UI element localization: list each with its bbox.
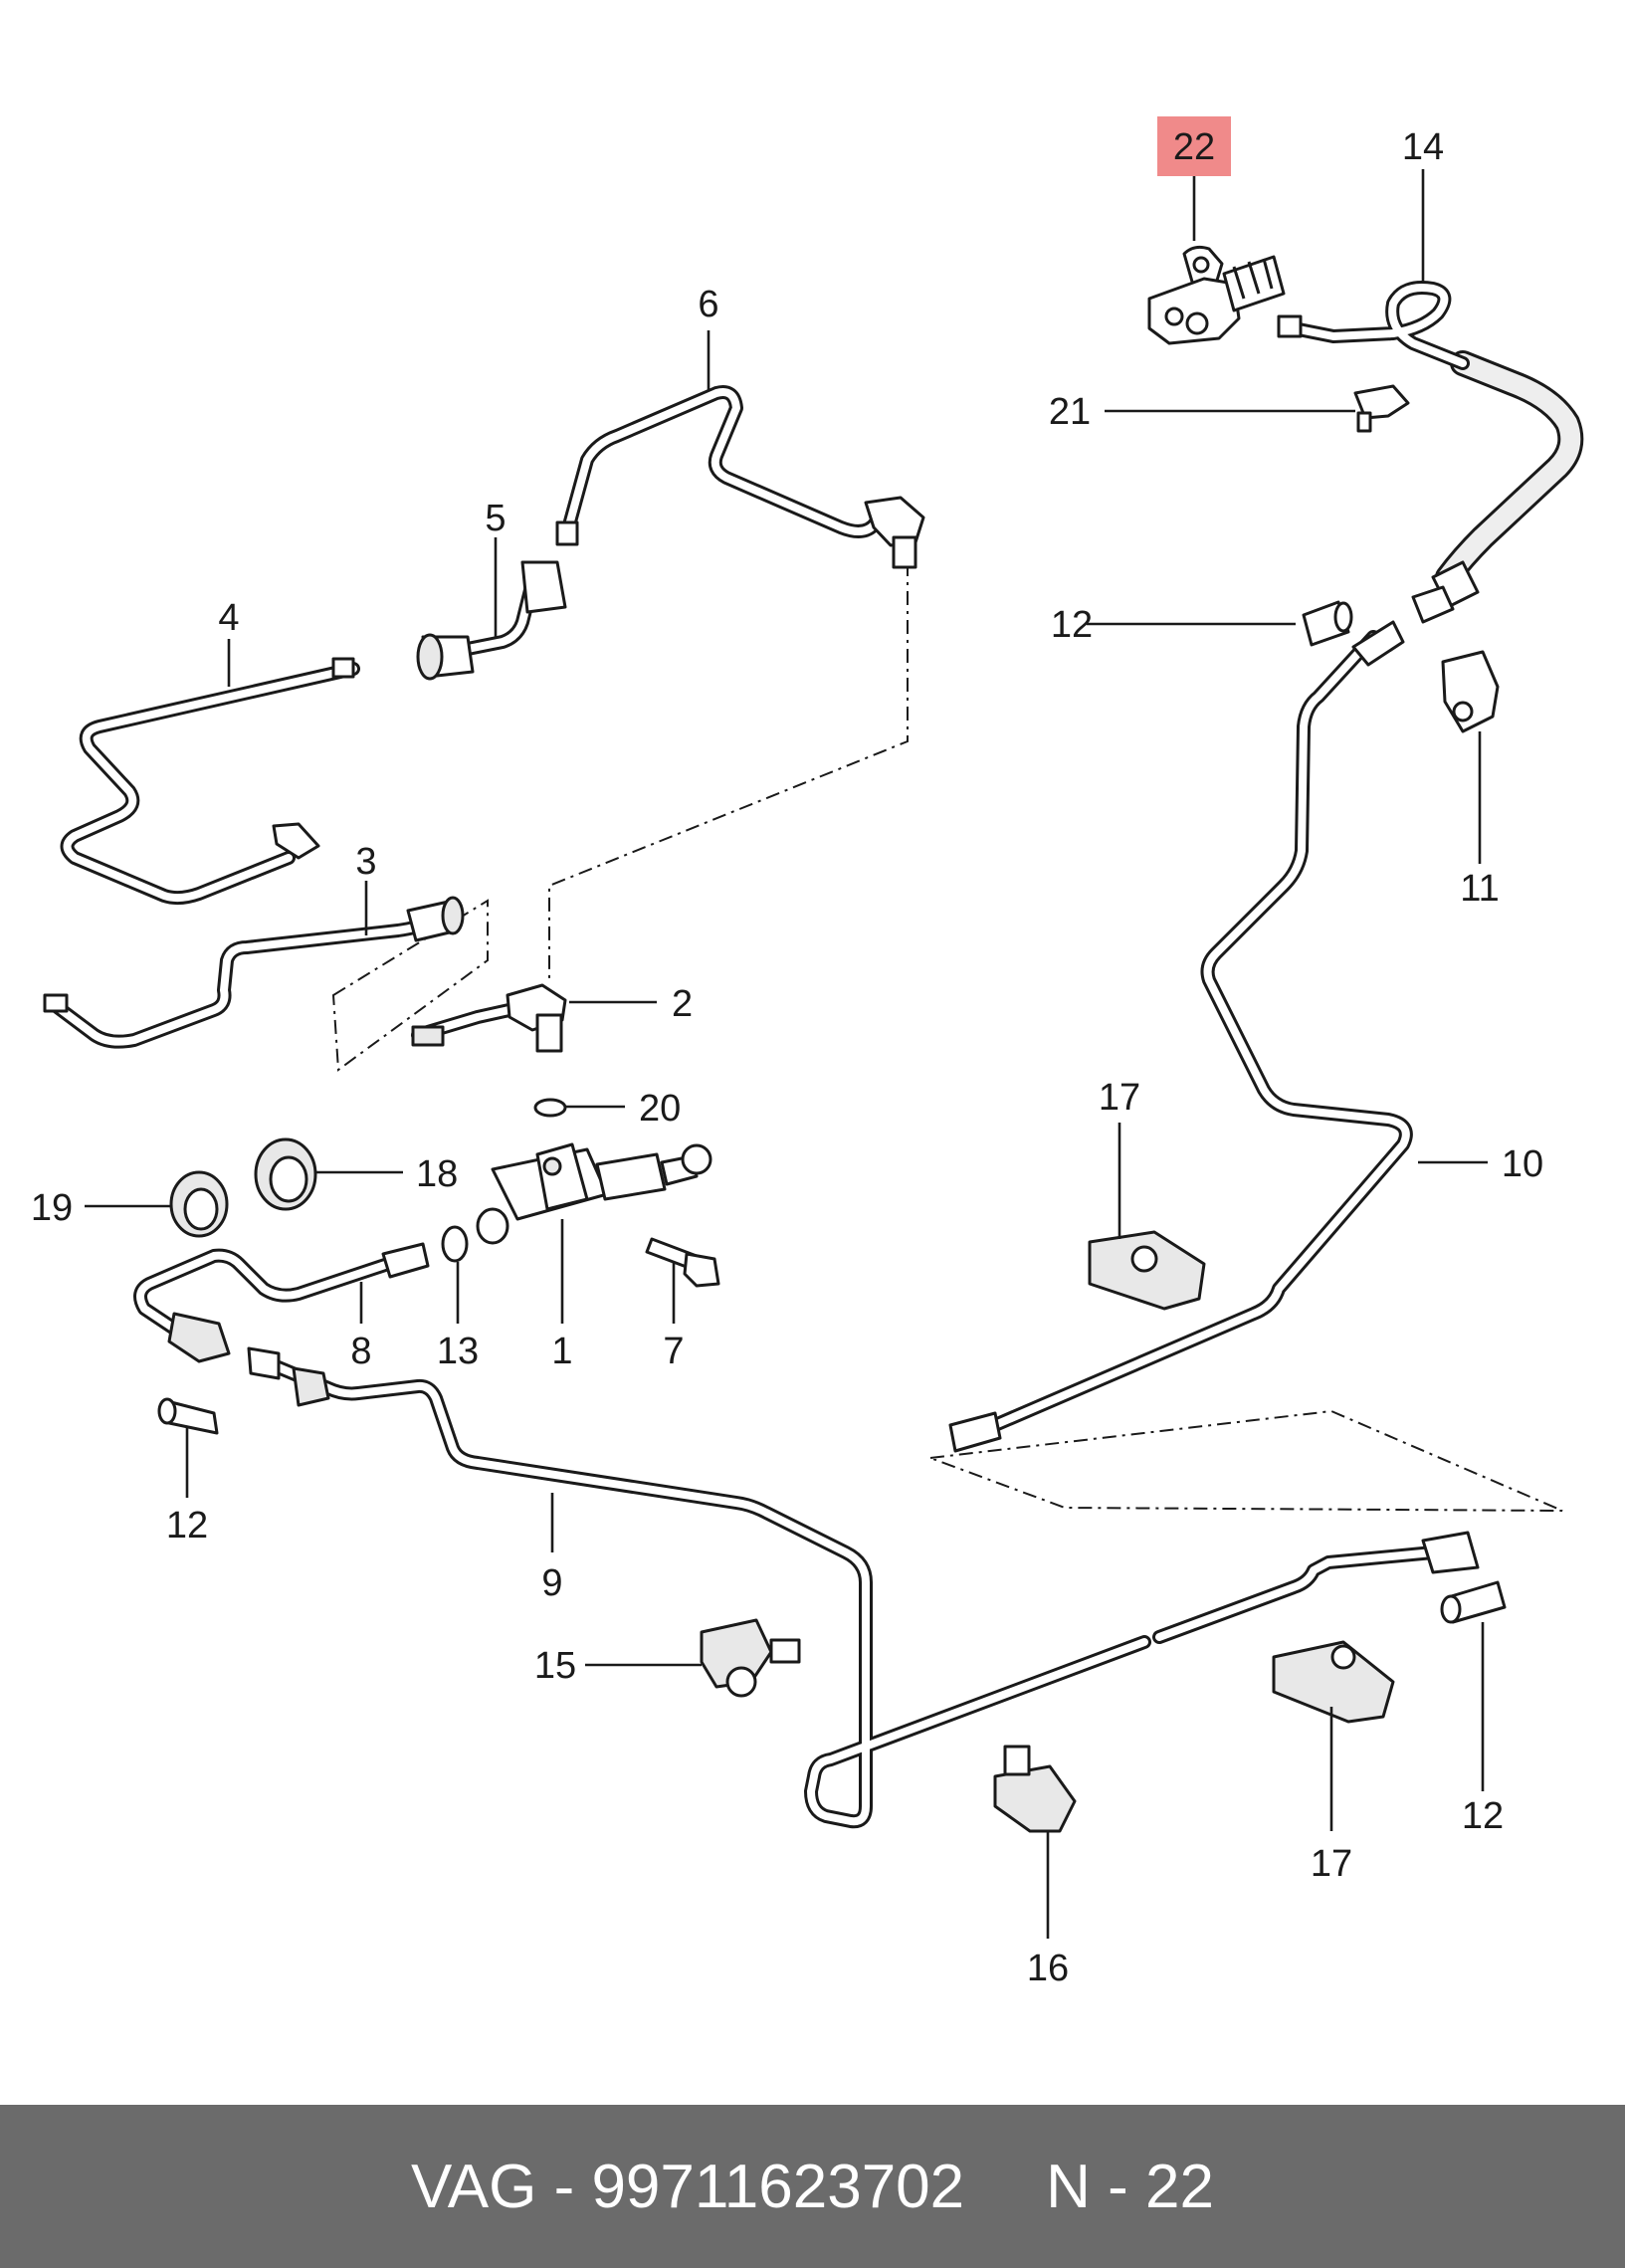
callout-1[interactable]: 1 — [551, 1331, 572, 1372]
callout-21[interactable]: 21 — [1049, 391, 1091, 433]
part-label: VAG - 99711623702 — [411, 2152, 965, 2221]
callout-15[interactable]: 15 — [534, 1645, 576, 1687]
pipe-10 — [948, 620, 1413, 1453]
callout-16[interactable]: 16 — [1027, 1948, 1069, 1989]
clamp-17-lower — [1272, 1640, 1395, 1724]
callout-12-left[interactable]: 12 — [166, 1505, 208, 1546]
o-ring-20 — [533, 1098, 567, 1118]
callout-20[interactable]: 20 — [639, 1088, 681, 1130]
sleeve-12-left — [157, 1397, 219, 1435]
clamp-16 — [993, 1745, 1077, 1833]
bracket-21 — [1353, 384, 1410, 433]
fitting-2 — [411, 983, 567, 1053]
pipe-9-rear — [1152, 1531, 1480, 1644]
callout-9[interactable]: 9 — [541, 1562, 562, 1604]
callout-12-top[interactable]: 12 — [1051, 604, 1093, 646]
callout-5[interactable]: 5 — [485, 498, 506, 539]
pipe-6 — [555, 385, 925, 569]
callout-10[interactable]: 10 — [1502, 1143, 1543, 1185]
sleeve-12-top — [1302, 600, 1353, 647]
callout-3[interactable]: 3 — [355, 841, 376, 883]
callout-4[interactable]: 4 — [218, 597, 239, 639]
pipe-4 — [60, 657, 360, 906]
callout-17-upper[interactable]: 17 — [1099, 1077, 1140, 1119]
callout-19[interactable]: 19 — [31, 1187, 73, 1229]
clamp-15 — [700, 1618, 801, 1698]
hose-14 — [1277, 281, 1584, 624]
callout-13[interactable]: 13 — [437, 1331, 479, 1372]
sleeve-12-right — [1440, 1580, 1507, 1624]
hose-5 — [416, 560, 567, 681]
callout-17-lower[interactable]: 17 — [1311, 1843, 1352, 1885]
position-label: N - 22 — [1046, 2152, 1214, 2221]
callout-22[interactable]: 22 — [1173, 126, 1215, 168]
callout-2[interactable]: 2 — [672, 983, 693, 1025]
master-cylinder-1 — [476, 1142, 712, 1245]
callout-11[interactable]: 11 — [1460, 868, 1499, 910]
parts-diagram: 22 14 21 6 5 4 3 2 20 18 19 8 13 1 7 12 … — [31, 116, 1584, 1989]
leader-lines — [85, 169, 1488, 1939]
pipe-9 — [247, 1346, 1151, 1829]
pipe-3 — [43, 896, 465, 1049]
callout-7[interactable]: 7 — [663, 1331, 684, 1372]
callout-22-highlight — [1157, 116, 1231, 176]
bolt-7 — [645, 1237, 720, 1288]
callout-6[interactable]: 6 — [698, 284, 718, 325]
seal-18 — [254, 1137, 317, 1211]
seal-19 — [169, 1170, 229, 1238]
clamp-17-upper — [1088, 1230, 1206, 1311]
slave-cylinder-22 — [1147, 245, 1286, 345]
callout-14[interactable]: 14 — [1402, 126, 1444, 168]
callout-12-right[interactable]: 12 — [1462, 1795, 1504, 1837]
clip-11 — [1441, 650, 1500, 733]
assembly-guides — [331, 562, 1563, 1512]
part-number-footer: VAG - 99711623702 N - 22 — [0, 2105, 1625, 2268]
callout-18[interactable]: 18 — [416, 1153, 458, 1195]
pipe-8 — [133, 1242, 430, 1363]
callout-8[interactable]: 8 — [350, 1331, 371, 1372]
o-ring-13 — [441, 1225, 469, 1263]
callouts: 22 14 21 6 5 4 3 2 20 18 19 8 13 1 7 12 … — [31, 126, 1543, 1989]
